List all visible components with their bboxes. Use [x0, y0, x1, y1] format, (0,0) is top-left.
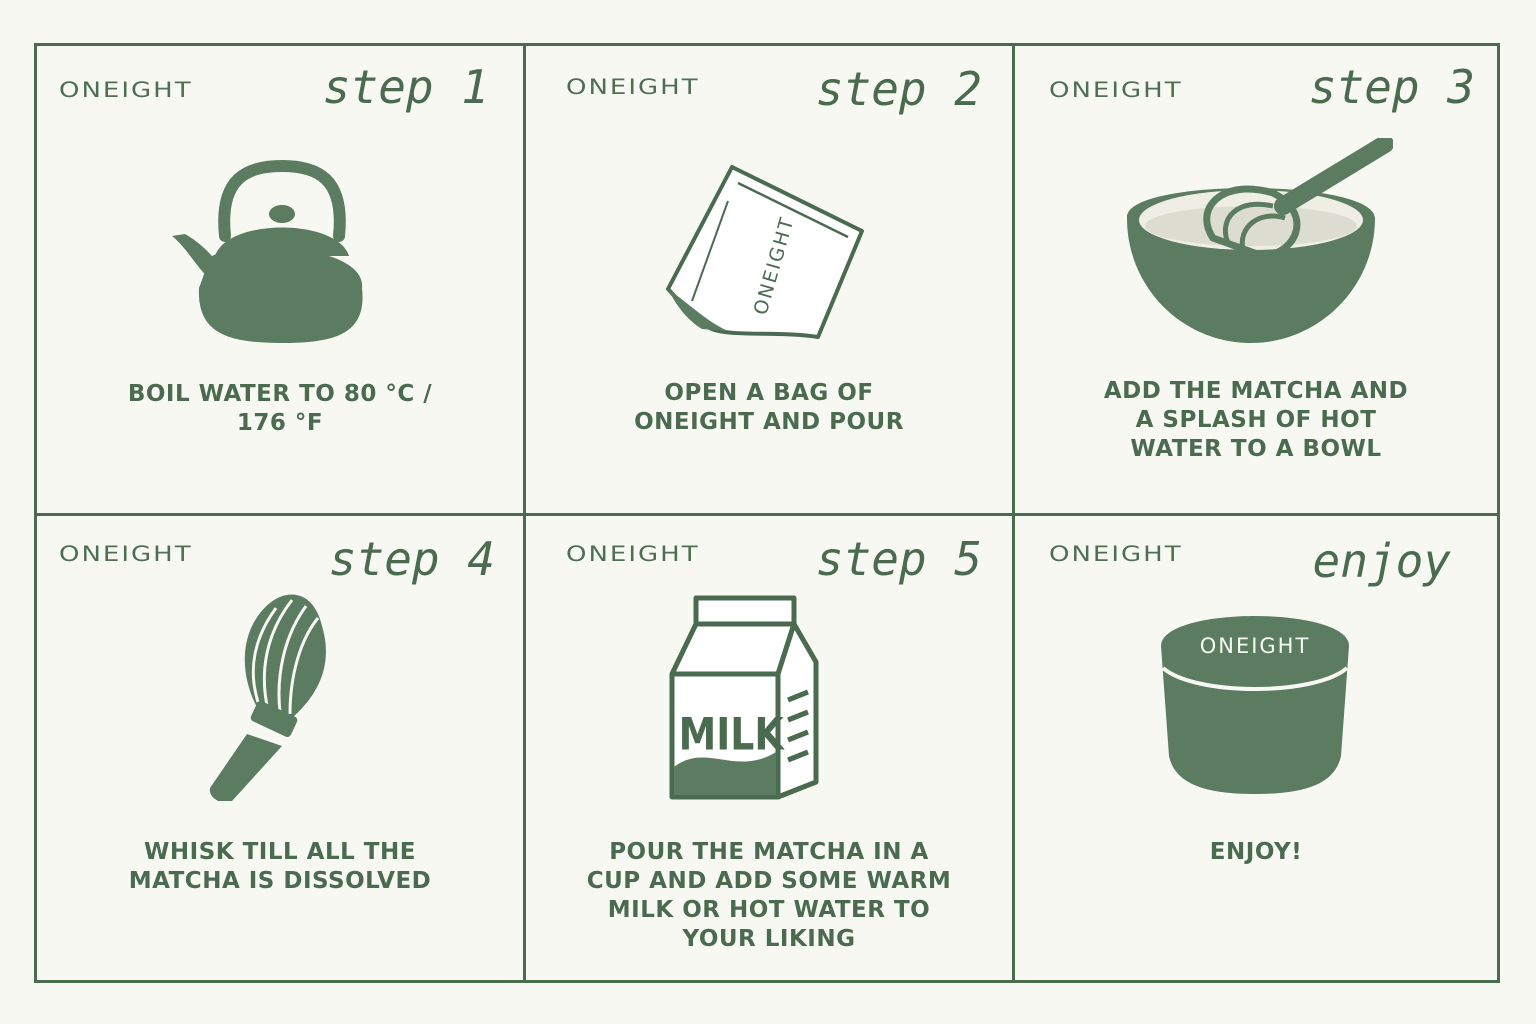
brand-logo: ONEIGHT [59, 78, 193, 103]
step-card-5: ONEIGHT step 5 MILK POUR THE MATCHA IN A… [526, 516, 1015, 980]
step-label: step 4 [328, 532, 495, 586]
steps-grid: ONEIGHT step 1 BOIL WATER TO 80 °C / 176… [34, 43, 1500, 983]
matcha-bag-icon: ONEIGHT [666, 165, 864, 339]
teapot-icon [172, 159, 363, 343]
step-card-1: ONEIGHT step 1 BOIL WATER TO 80 °C / 176… [37, 46, 526, 516]
step-caption: BOIL WATER TO 80 °C / 176 °F [127, 381, 433, 436]
bowl-whisk-icon [1126, 138, 1393, 343]
step-label: step 2 [815, 62, 982, 116]
step-card-3: ONEIGHT step 3 ADD THE MATCHA AND A SPLA… [1015, 46, 1497, 516]
brand-logo: ONEIGHT [566, 75, 700, 100]
step-caption: POUR THE MATCHA IN A CUP AND ADD SOME WA… [586, 839, 952, 952]
step-card-6: ONEIGHT enjoy ONEIGHT ENJOY! [1015, 516, 1497, 980]
cup-icon: ONEIGHT [1161, 616, 1349, 794]
step-label: step 3 [1308, 60, 1475, 114]
step-caption: OPEN A BAG OF ONEIGHT AND POUR [634, 380, 904, 435]
step-label: step 1 [322, 60, 489, 114]
carton-label: MILK [679, 709, 786, 761]
step-label: step 5 [815, 532, 982, 586]
brand-logo: ONEIGHT [59, 542, 193, 567]
matcha-whisk-icon [209, 594, 326, 801]
milk-carton-icon: MILK [669, 595, 819, 800]
step-caption: ENJOY! [1209, 839, 1303, 865]
brand-logo: ONEIGHT [566, 542, 700, 567]
step-caption: ADD THE MATCHA AND A SPLASH OF HOT WATER… [1103, 378, 1409, 462]
step-caption: WHISK TILL ALL THE MATCHA IS DISSOLVED [128, 839, 432, 894]
cup-brand-text: ONEIGHT [1200, 634, 1311, 658]
brand-logo: ONEIGHT [1049, 78, 1183, 103]
step-label: enjoy [1312, 534, 1451, 588]
step-card-2: ONEIGHT step 2 ONEIGHT OPEN A BAG OF ONE… [526, 46, 1015, 516]
step-card-4: ONEIGHT step 4 WHISK TILL ALL THE MATCHA… [37, 516, 526, 980]
brand-logo: ONEIGHT [1049, 542, 1183, 567]
